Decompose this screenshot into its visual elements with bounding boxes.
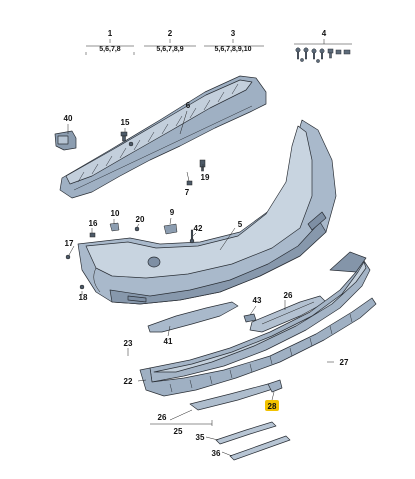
part-chrome-strip-lower (229, 435, 291, 461)
header-group-3-refs: 5,6,7,8,9,10 (215, 46, 252, 53)
callout-16: 16 (89, 219, 98, 228)
highlight-badge (265, 400, 279, 411)
part-bumper-cover (77, 119, 337, 305)
fastener-10-icon (109, 222, 120, 232)
fastener-20-icon (134, 226, 140, 232)
callout-6: 6 (186, 101, 191, 110)
header-group-2-refs: 5,6,7,8,9 (156, 46, 183, 53)
callout-26-upper: 26 (284, 291, 293, 300)
fastener-18-icon (79, 284, 85, 290)
leader-lines (67, 110, 334, 457)
callout-41: 41 (164, 337, 173, 346)
part-side-bracket (54, 130, 77, 151)
header-group-3: 3 5,6,7,8,9,10 (204, 29, 264, 53)
callout-18: 18 (79, 293, 88, 302)
header-group-2-number: 2 (168, 29, 173, 38)
callout-22: 22 (124, 377, 133, 386)
header-group-4: 4 (294, 29, 352, 63)
callout-40: 40 (64, 114, 73, 123)
callout-26-lower: 26 (158, 413, 167, 422)
part-diffuser (139, 297, 377, 397)
callout-27: 27 (340, 358, 349, 367)
header-group-2: 2 5,6,7,8,9 (144, 29, 196, 53)
fastener-9-icon (163, 223, 178, 235)
part-lower-spoiler (149, 251, 371, 383)
callout-17: 17 (65, 239, 74, 248)
callout-19: 19 (201, 173, 210, 182)
header-group-1-number: 1 (108, 29, 113, 38)
part-chrome-strip-upper (215, 421, 277, 445)
part-reinforcement-plate (249, 295, 327, 333)
callout-25: 25 (174, 427, 183, 436)
callout-15: 15 (121, 118, 130, 127)
header-group-4-number: 4 (322, 29, 327, 38)
callout-23: 23 (124, 339, 133, 348)
fastener-set-icon (295, 47, 351, 63)
fastener-17-icon (65, 254, 71, 260)
callout-42: 42 (194, 224, 203, 233)
header-group-1: 1 5,6,7,8 (85, 29, 135, 55)
callout-43: 43 (253, 296, 262, 305)
fastener-16-icon (89, 232, 96, 238)
callout-9: 9 (170, 208, 175, 217)
callout-20: 20 (136, 215, 145, 224)
part-left-trim-strip (147, 301, 239, 333)
fastener-7-icon (186, 180, 193, 186)
callout-35: 35 (196, 433, 205, 442)
fastener-19-icon (199, 159, 206, 172)
callout-10: 10 (111, 209, 120, 218)
callout-28: 28 (268, 402, 277, 411)
part-impact-absorber (59, 75, 267, 199)
fastener-42-icon (189, 229, 195, 244)
callout-36: 36 (212, 449, 221, 458)
callout-5: 5 (238, 220, 243, 229)
callout-7: 7 (185, 188, 190, 197)
header-group-3-number: 3 (231, 29, 236, 38)
part-highlighted-clip (267, 379, 283, 393)
callout-labels: 40 15 6 7 19 16 10 20 9 42 5 17 18 43 26… (64, 101, 349, 458)
fastener-15-icon (120, 131, 134, 147)
header-group-1-refs: 5,6,7,8 (99, 46, 121, 53)
